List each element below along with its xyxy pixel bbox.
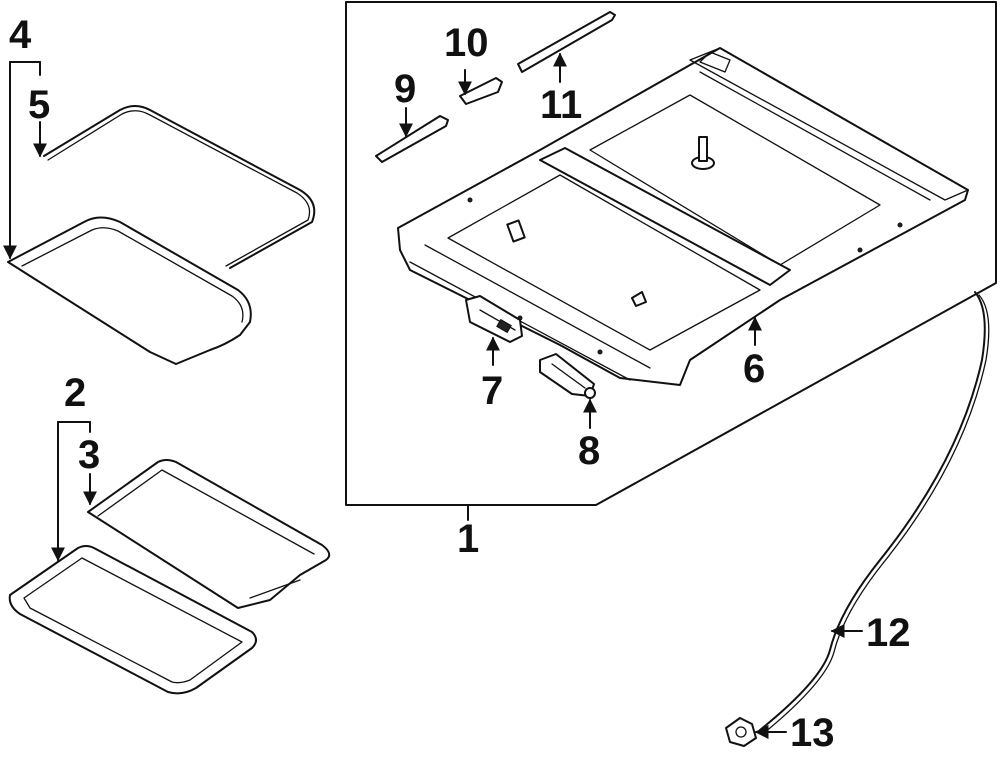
callout-6: 6: [743, 347, 765, 391]
drive-bracket: [539, 353, 596, 399]
seal-strip-10: [459, 77, 503, 105]
callout-1: 1: [457, 517, 479, 561]
bolt-icon: [691, 136, 715, 170]
drain-hose: [759, 291, 990, 734]
seal-strip-11: [517, 11, 616, 73]
callout-13: 13: [790, 711, 835, 755]
callout-2: 2: [64, 371, 86, 415]
callout-8: 8: [578, 429, 600, 473]
sunroof-frame: [397, 47, 969, 386]
callout-12: 12: [866, 611, 911, 655]
callout-7: 7: [481, 369, 503, 413]
callout-4: 4: [9, 13, 32, 57]
assembly-box: [345, 1, 997, 521]
seal-strip-9: [375, 115, 449, 163]
callout-9: 9: [394, 67, 416, 111]
drain-clip: [725, 717, 757, 747]
callout-3: 3: [78, 433, 100, 477]
callout-11: 11: [540, 83, 582, 127]
callout-10: 10: [444, 21, 489, 65]
rear-panel-assembly: [8, 459, 331, 695]
callout-5: 5: [28, 83, 50, 127]
drive-motor: [465, 295, 523, 343]
leader-lines: [3, 52, 863, 739]
glass-panel-assembly: [7, 105, 316, 365]
